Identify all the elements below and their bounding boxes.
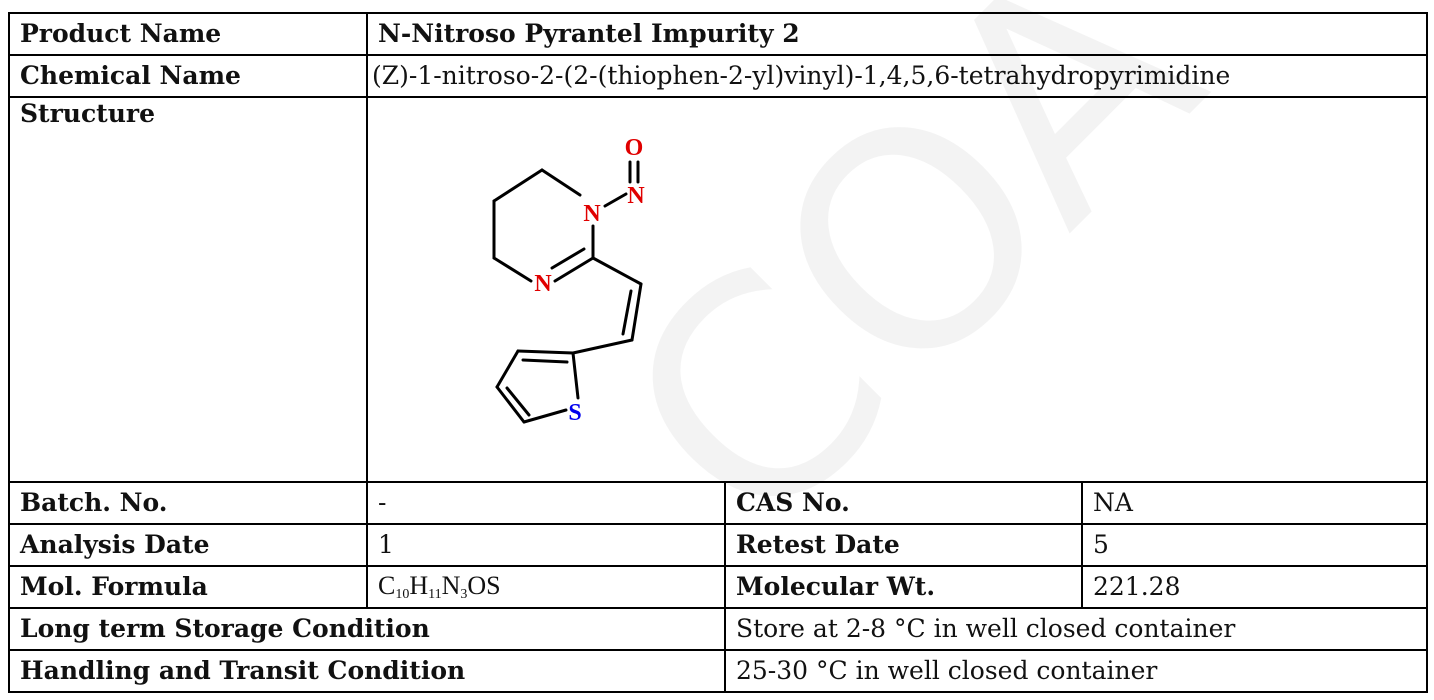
- chemical-name-label: Chemical Name: [8, 54, 368, 98]
- bond-c2-vinyl: [591, 256, 643, 286]
- coa-sheet: Product Name N-Nitroso Pyrantel Impurity…: [8, 12, 1429, 700]
- storage-label: Long term Storage Condition: [8, 607, 726, 651]
- retest-date-label: Retest Date: [724, 523, 1083, 567]
- bond-c6-c5: [492, 168, 544, 203]
- product-name-value: N-Nitroso Pyrantel Impurity 2: [365, 12, 1429, 56]
- product-name-row: Product Name N-Nitroso Pyrantel Impurity…: [8, 12, 1429, 56]
- chemical-name-row: Chemical Name (Z)-1-nitroso-2-(2-(thioph…: [8, 54, 1429, 98]
- bond-n1-c6: [540, 168, 582, 197]
- batch-no-label: Batch. No.: [8, 481, 368, 525]
- bond-n3-c2: [553, 256, 595, 283]
- product-name-label: Product Name: [8, 12, 368, 56]
- retest-date-value: 5: [1080, 523, 1429, 567]
- handling-label: Handling and Transit Condition: [8, 649, 726, 693]
- atom-sulfur: S: [568, 400, 581, 426]
- formula-weight-row: Mol. Formula C10H11N3OS Molecular Wt. 22…: [8, 565, 1429, 609]
- atom-nitroso-nitrogen: N: [627, 183, 645, 209]
- handling-row: Handling and Transit Condition 25-30 °C …: [8, 649, 1429, 693]
- bond-vinyl-thiophene: [571, 338, 634, 355]
- storage-value: Store at 2-8 °C in well closed container: [723, 607, 1429, 651]
- bond-c4-n3: [492, 256, 533, 283]
- analysis-date-label: Analysis Date: [8, 523, 368, 567]
- mol-formula-value: C10H11N3OS: [366, 565, 726, 609]
- atom-oxygen: O: [625, 135, 644, 161]
- structure-cell: O N N N S: [365, 96, 1429, 483]
- formula-count: 10: [395, 586, 410, 602]
- cas-no-label: CAS No.: [724, 481, 1083, 525]
- bond-thio-c2-c3-double: [521, 358, 569, 364]
- formula-element: C: [378, 570, 396, 600]
- atom-ring-n1: N: [583, 201, 601, 227]
- structure-row: Structure: [8, 96, 1429, 483]
- analysis-date-value: 1: [366, 523, 726, 567]
- chemical-name-value: (Z)-1-nitroso-2-(2-(thiophen-2-yl)vinyl)…: [365, 54, 1429, 98]
- bond-thio-c4-c5: [495, 385, 526, 424]
- formula-count: 11: [428, 586, 442, 602]
- formula-count: 3: [460, 586, 468, 602]
- batch-no-value: -: [366, 481, 726, 525]
- formula-element: H: [409, 570, 429, 600]
- storage-row: Long term Storage Condition Store at 2-8…: [8, 607, 1429, 651]
- bond-vinyl-double: [621, 289, 633, 336]
- bond-thio-c5-s: [522, 408, 568, 424]
- handling-value: 25-30 °C in well closed container: [723, 649, 1429, 693]
- mol-formula-label: Mol. Formula: [8, 565, 368, 609]
- mol-wt-label: Molecular Wt.: [724, 565, 1083, 609]
- mol-wt-value: 221.28: [1080, 565, 1429, 609]
- batch-cas-row: Batch. No. - CAS No. NA: [8, 481, 1429, 525]
- bond-thio-s-c2: [571, 351, 580, 400]
- bond-thio-c3-c4: [495, 349, 520, 389]
- bond-n1-n: [603, 192, 628, 208]
- cas-no-value: NA: [1080, 481, 1429, 525]
- bond-thio-c4-c5-double: [505, 386, 531, 417]
- bond-vinyl: [630, 282, 643, 342]
- bond-thio-c2-c3: [516, 349, 575, 355]
- structure-label: Structure: [8, 96, 368, 483]
- bond-n3-c2-double: [550, 247, 586, 270]
- formula-element: OS: [467, 570, 501, 600]
- atom-ring-n3: N: [534, 271, 552, 297]
- formula-element: N: [441, 570, 461, 600]
- structure-image: O N N N S: [492, 135, 645, 426]
- product-info-table: Product Name N-Nitroso Pyrantel Impurity…: [8, 12, 1429, 693]
- dates-row: Analysis Date 1 Retest Date 5: [8, 523, 1429, 567]
